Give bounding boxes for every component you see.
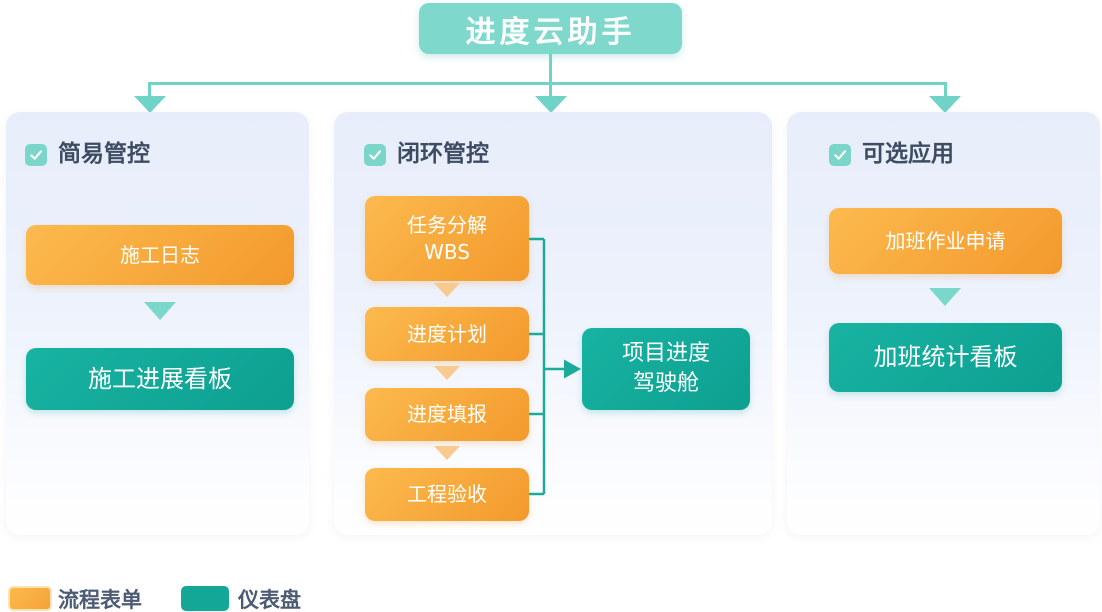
node-label: 工程验收 <box>407 482 487 506</box>
arrow-down-icon <box>144 302 176 320</box>
node-label-line2: 驾驶舱 <box>632 371 699 396</box>
dashboard-box-project-cockpit: 项目进度 驾驶舱 <box>582 328 750 410</box>
node-label: 进度填报 <box>407 402 487 426</box>
connector-line-vertical-right <box>944 82 947 98</box>
arrow-down-icon <box>434 283 460 297</box>
node-label: 加班作业申请 <box>885 228 1006 253</box>
panel-header: 闭环管控 <box>364 143 489 166</box>
arrow-right-icon <box>564 359 581 379</box>
arrow-down-icon <box>134 96 166 113</box>
panel-simple-control: 简易管控 施工日志 施工进展看板 <box>6 112 309 535</box>
legend-swatch-dashboard <box>181 586 229 611</box>
dashboard-box-construction-progress: 施工进展看板 <box>26 348 294 410</box>
arrow-down-icon <box>535 96 567 113</box>
node-label: 加班统计看板 <box>873 343 1018 372</box>
panel-optional-apps: 可选应用 加班作业申请 加班统计看板 <box>787 112 1100 535</box>
connector-line-vertical-center <box>549 54 552 98</box>
dashboard-box-overtime-stats: 加班统计看板 <box>829 323 1062 392</box>
node-label: 施工日志 <box>120 242 200 267</box>
node-label-line1: 任务分解 <box>407 212 487 237</box>
arrow-down-icon <box>929 96 961 113</box>
legend-label-dashboard: 仪表盘 <box>238 588 301 612</box>
panel-title: 简易管控 <box>58 141 150 167</box>
checked-checkbox-icon <box>829 143 851 166</box>
panel-header: 可选应用 <box>829 143 954 166</box>
panel-header: 简易管控 <box>25 143 150 166</box>
node-label: 施工进展看板 <box>88 364 232 393</box>
node-label-line1: 项目进度 <box>621 341 710 367</box>
checked-checkbox-icon <box>364 143 386 166</box>
page-title: 进度云助手 <box>465 14 636 50</box>
title-box: 进度云助手 <box>419 3 682 54</box>
form-box-overtime-request: 加班作业申请 <box>829 208 1062 274</box>
panel-title: 可选应用 <box>862 141 954 167</box>
arrow-down-icon <box>434 366 460 380</box>
node-label-line2: WBS <box>424 239 470 264</box>
legend-label-form: 流程表单 <box>58 588 142 612</box>
legend-swatch-form <box>8 586 52 611</box>
panel-title: 闭环管控 <box>397 141 489 167</box>
form-box-construction-log: 施工日志 <box>26 225 294 285</box>
connector-line-vertical-left <box>148 82 151 98</box>
step-box-schedule-plan: 进度计划 <box>365 307 529 361</box>
step-box-progress-report: 进度填报 <box>365 388 529 441</box>
checked-checkbox-icon <box>25 143 47 166</box>
step-box-acceptance: 工程验收 <box>365 468 529 521</box>
arrow-down-icon <box>929 288 961 306</box>
arrow-down-icon <box>434 446 460 460</box>
step-box-wbs: 任务分解 WBS <box>365 196 529 281</box>
node-label: 进度计划 <box>407 321 487 346</box>
panel-closed-loop-control: 闭环管控 任务分解 WBS 进度计划 进度填报 工程验收 项目进度 驾驶舱 <box>334 112 772 535</box>
connector-line-horizontal <box>149 82 947 85</box>
